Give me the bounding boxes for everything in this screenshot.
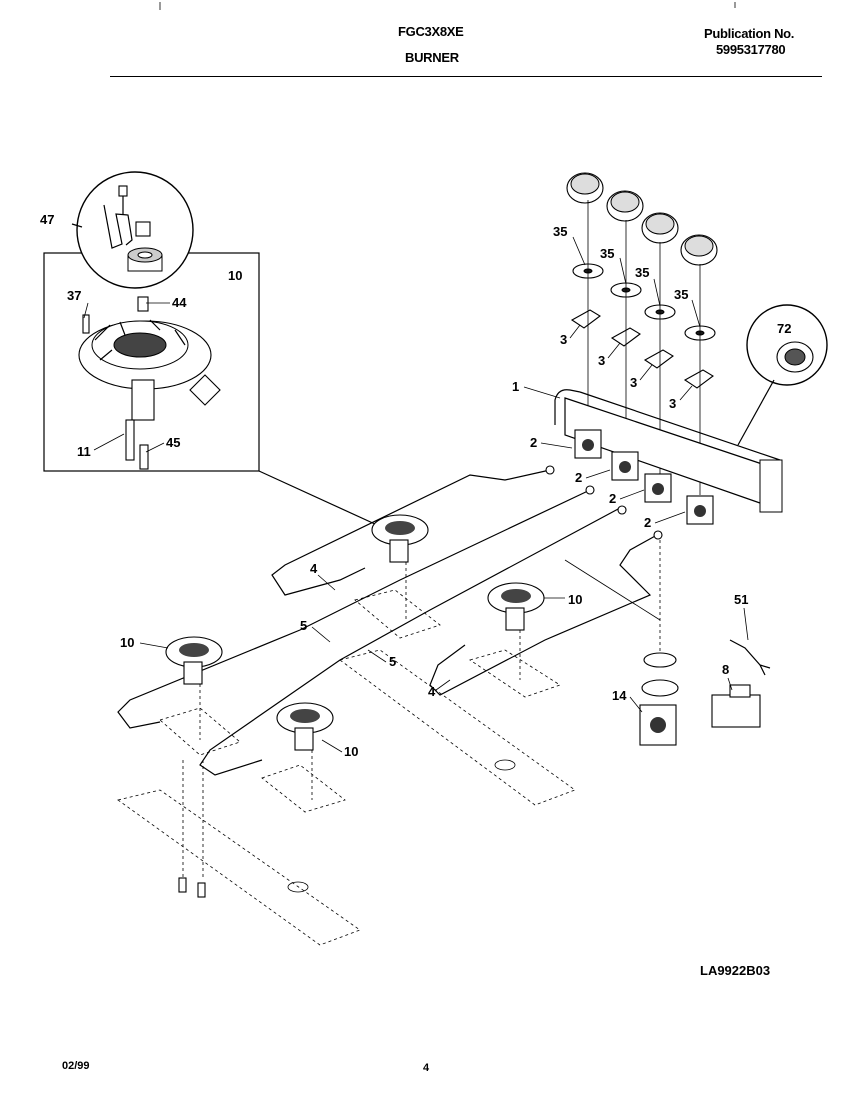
- callout-3-c: 3: [630, 375, 637, 390]
- screw-head: [118, 185, 128, 197]
- burner-support-frames: [117, 649, 576, 946]
- knob-3: [641, 212, 679, 244]
- callout-4-a: 4: [310, 561, 318, 576]
- callout-14: 14: [612, 688, 627, 703]
- callout-35-c: 35: [635, 265, 649, 280]
- burner-rear-right: [487, 582, 545, 631]
- screw-45: [139, 444, 149, 470]
- callout-11: 11: [77, 444, 91, 459]
- manifold-pipe: [554, 389, 783, 513]
- callout-10-a: 10: [568, 592, 582, 607]
- callout-2-a: 2: [530, 435, 537, 450]
- control-knobs: [566, 172, 718, 266]
- callout-37: 37: [67, 288, 81, 303]
- burner-front-left: [165, 636, 223, 685]
- magnified-circle: [76, 171, 194, 289]
- callout-2-b: 2: [575, 470, 582, 485]
- callout-2-c: 2: [609, 491, 616, 506]
- knob-4: [680, 234, 718, 266]
- callout-44: 44: [172, 295, 187, 310]
- knob-1: [566, 172, 604, 204]
- callout-10-c: 10: [344, 744, 358, 759]
- callout-72: 72: [777, 321, 791, 336]
- callout-45: 45: [166, 435, 180, 450]
- burner-detail-inset: [43, 171, 260, 472]
- leader-lines: [83, 236, 749, 753]
- footer-date: 02/99: [62, 1060, 90, 1072]
- section-title: BURNER: [405, 50, 459, 65]
- pressure-regulator: [564, 540, 679, 746]
- orifice-cap: [135, 221, 151, 237]
- callout-3-b: 3: [598, 353, 605, 368]
- header-rule: [110, 76, 822, 77]
- publication-number: 5995317780: [716, 42, 786, 57]
- gas-tubes: [117, 465, 663, 776]
- burner-plates: [159, 562, 561, 813]
- callout-3-a: 3: [560, 332, 567, 347]
- callout-35-d: 35: [674, 287, 688, 302]
- burner-rear-left: [371, 514, 429, 563]
- callout-2-d: 2: [644, 515, 651, 530]
- leader-inset-to-burner: [258, 470, 389, 531]
- callout-10-b: 10: [120, 635, 134, 650]
- callout-51: 51: [734, 592, 748, 607]
- callout-35-b: 35: [600, 246, 614, 261]
- callout-10-inset: 10: [228, 268, 242, 283]
- publication-label: Publication No.: [704, 26, 795, 41]
- igniter-clip: [103, 204, 133, 249]
- orifice-44: [137, 296, 149, 312]
- burner-front-right: [276, 702, 334, 751]
- callout-35-a: 35: [553, 224, 567, 239]
- drawing-id: LA9922B03: [700, 963, 770, 978]
- burner-valves: [574, 429, 714, 525]
- callout-5-b: 5: [389, 654, 396, 669]
- screw-37: [82, 314, 90, 334]
- model-number: FGC3X8XE: [398, 24, 464, 39]
- page-number: 4: [423, 1062, 430, 1074]
- surface-burners: [165, 514, 545, 751]
- knob-detail-72: [737, 304, 828, 446]
- knob-2: [606, 190, 644, 222]
- callout-1: 1: [512, 379, 519, 394]
- callout-4-b: 4: [428, 684, 436, 699]
- callout-8: 8: [722, 662, 729, 677]
- callout-5-a: 5: [300, 618, 307, 633]
- spark-module: [711, 639, 771, 728]
- callout-47: 47: [40, 212, 54, 227]
- callout-3-d: 3: [669, 396, 676, 411]
